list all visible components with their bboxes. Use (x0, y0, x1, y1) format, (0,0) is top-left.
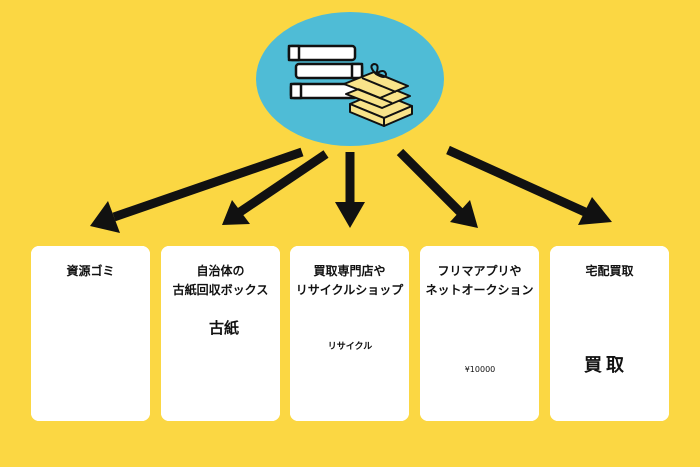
option-label-5: 宅配買取 (585, 264, 634, 278)
recycle-box-label: 古紙 (208, 319, 239, 337)
option-label-1: 資源ゴミ (66, 264, 115, 278)
option-card-4: フリマアプリや ネットオークション (420, 246, 539, 421)
books-icon (287, 44, 364, 100)
newspaper-bundle-icon (343, 63, 413, 127)
arrows (90, 145, 612, 233)
option-label-3: 買取専門店や リサイクルショップ (295, 264, 404, 297)
cardboard-box-label: 買取 (584, 355, 628, 376)
arrow-1 (112, 147, 304, 222)
arrow-2 (237, 150, 329, 216)
arrow-1-head (90, 201, 120, 233)
arrow-2-head (222, 200, 250, 225)
option-card-5: 宅配買取 (550, 246, 669, 421)
arrow-4-head (450, 200, 478, 228)
arrow-4 (396, 148, 464, 216)
tablet-price-label: ¥10000 (464, 365, 496, 374)
option-card-1: 資源ゴミ (31, 246, 150, 421)
option-card-3: 買取専門店や リサイクルショップ (290, 246, 409, 421)
arrow-3-head (335, 202, 365, 228)
option-card-2: 自治体の 古紙回収ボックス (161, 246, 280, 421)
arrow-5-head (578, 197, 612, 225)
option-label-2: 自治体の 古紙回収ボックス (172, 264, 269, 297)
option-label-4: フリマアプリや ネットオークション (425, 264, 534, 297)
shop-sign-label: リサイクル (327, 342, 373, 352)
arrow-5 (446, 145, 587, 217)
